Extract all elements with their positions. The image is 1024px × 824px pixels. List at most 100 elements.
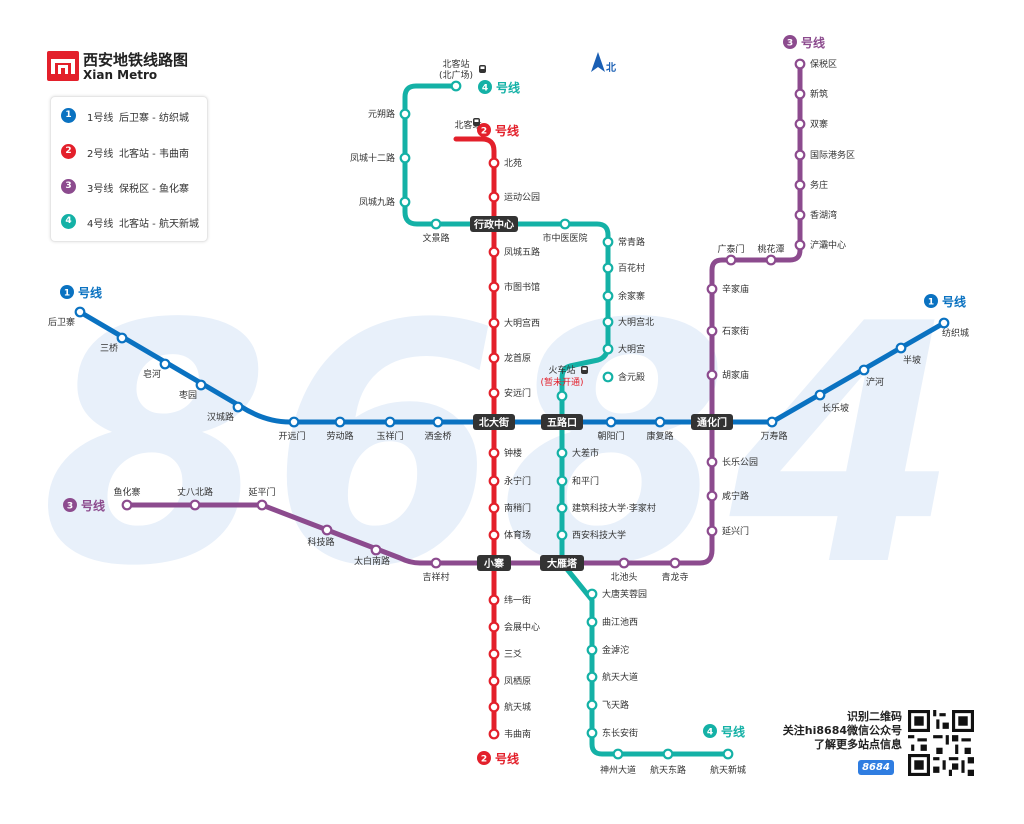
line3-station-dot[interactable] <box>794 239 806 251</box>
line4-station-dot[interactable] <box>556 502 568 514</box>
line3-station-dot[interactable] <box>794 58 806 70</box>
line1-station-dot[interactable] <box>858 364 870 376</box>
line4-station-dot[interactable] <box>662 748 674 760</box>
line4-station-note: (暂未开通) <box>540 376 583 388</box>
line2-station-dot[interactable] <box>488 621 500 633</box>
line1-station-dot[interactable] <box>195 379 207 391</box>
line2-station-dot[interactable] <box>488 246 500 258</box>
line4-station-dot[interactable] <box>556 390 568 402</box>
line1-station-label: 朝阳门 <box>597 430 624 442</box>
brand-8684-badge[interactable]: 8684 <box>858 760 894 775</box>
line1-station-dot[interactable] <box>766 416 778 428</box>
qr-code-icon[interactable] <box>908 710 974 776</box>
line4-station-dot[interactable] <box>602 316 614 328</box>
line1-station-dot[interactable] <box>938 317 950 329</box>
line4-station-dot[interactable] <box>556 529 568 541</box>
line1-station-dot[interactable] <box>116 332 128 344</box>
transfer-station-box[interactable] <box>470 216 518 232</box>
line3-station-dot[interactable] <box>794 118 806 130</box>
line3-station-dot[interactable] <box>430 557 442 569</box>
line4-station-label: 大唐芙蓉园 <box>602 588 647 600</box>
transfer-station-box[interactable] <box>541 414 583 430</box>
line4-station-dot[interactable] <box>602 236 614 248</box>
line3-station-dot[interactable] <box>706 490 718 502</box>
line1-station-dot[interactable] <box>814 389 826 401</box>
line1-station-dot[interactable] <box>288 416 300 428</box>
line3-station-dot[interactable] <box>765 254 777 266</box>
transfer-station-box[interactable] <box>540 555 584 571</box>
line3-station-dot[interactable] <box>706 525 718 537</box>
line4-station-dot[interactable] <box>556 475 568 487</box>
line2-station-dot[interactable] <box>488 675 500 687</box>
line1-station-dot[interactable] <box>159 358 171 370</box>
line4-station-dot[interactable] <box>586 671 598 683</box>
line3-station-dot[interactable] <box>321 524 333 536</box>
line4-station-dot[interactable] <box>399 108 411 120</box>
line3-station-dot[interactable] <box>706 283 718 295</box>
line3-station-label: 丈八北路 <box>177 486 213 498</box>
line1-station-dot[interactable] <box>74 306 86 318</box>
line3-station-dot[interactable] <box>121 499 133 511</box>
line4-station-dot[interactable] <box>586 644 598 656</box>
line3-station-dot[interactable] <box>725 254 737 266</box>
line4-station-dot[interactable] <box>612 748 624 760</box>
line2-station-dot[interactable] <box>488 317 500 329</box>
line3-station-dot[interactable] <box>706 456 718 468</box>
line3-station-dot[interactable] <box>370 544 382 556</box>
transfer-station-box[interactable] <box>477 555 511 571</box>
line2-station-dot[interactable] <box>488 157 500 169</box>
line3-station-dot[interactable] <box>794 149 806 161</box>
line4-station-dot[interactable] <box>586 588 598 600</box>
transfer-station-box[interactable] <box>691 414 733 430</box>
line3-station-dot[interactable] <box>794 88 806 100</box>
line3-station-dot[interactable] <box>669 557 681 569</box>
line3-station-dot[interactable] <box>706 369 718 381</box>
line1-station-dot[interactable] <box>334 416 346 428</box>
line2-station-dot[interactable] <box>488 281 500 293</box>
line4-station-dot[interactable] <box>450 80 462 92</box>
line2-station-dot[interactable] <box>488 529 500 541</box>
line1-station-label: 半坡 <box>903 354 921 366</box>
line4-station-dot[interactable] <box>586 699 598 711</box>
qr-info-text: 识别二维码 关注hi8684微信公众号 了解更多站点信息 <box>783 710 902 752</box>
line2-station-dot[interactable] <box>488 352 500 364</box>
line2-station-dot[interactable] <box>488 701 500 713</box>
line1-station-dot[interactable] <box>232 401 244 413</box>
line-tag-number: 3 <box>787 39 793 49</box>
line3-station-dot[interactable] <box>189 499 201 511</box>
line2-station-dot[interactable] <box>488 728 500 740</box>
line4-station-dot[interactable] <box>586 727 598 739</box>
line4-station-dot[interactable] <box>399 196 411 208</box>
line3-station-dot[interactable] <box>794 209 806 221</box>
line1-station-dot[interactable] <box>654 416 666 428</box>
line3-station-dot[interactable] <box>256 499 268 511</box>
line3-station-dot[interactable] <box>706 325 718 337</box>
line2-station-dot[interactable] <box>488 594 500 606</box>
line3-station-dot[interactable] <box>618 557 630 569</box>
line4-station-dot[interactable] <box>722 748 734 760</box>
line4-station-dot[interactable] <box>602 343 614 355</box>
line4-station-dot[interactable] <box>559 218 571 230</box>
line2-station-dot[interactable] <box>488 387 500 399</box>
legend-line1-number: 1 <box>61 108 76 123</box>
line1-station-dot[interactable] <box>605 416 617 428</box>
line2-station-label: 凤城五路 <box>504 246 540 258</box>
line4-station-label: 凤城九路 <box>359 196 395 208</box>
line4-station-dot[interactable] <box>602 371 614 383</box>
line2-station-dot[interactable] <box>488 191 500 203</box>
line2-station-dot[interactable] <box>488 447 500 459</box>
line4-station-dot[interactable] <box>430 218 442 230</box>
line2-station-dot[interactable] <box>488 648 500 660</box>
line2-station-dot[interactable] <box>488 475 500 487</box>
line4-station-dot[interactable] <box>586 616 598 628</box>
line3-station-dot[interactable] <box>794 179 806 191</box>
line4-station-dot[interactable] <box>602 262 614 274</box>
line4-station-dot[interactable] <box>556 447 568 459</box>
line1-station-dot[interactable] <box>895 342 907 354</box>
line2-station-dot[interactable] <box>488 502 500 514</box>
transfer-station-box[interactable] <box>473 414 515 430</box>
line1-station-dot[interactable] <box>384 416 396 428</box>
line1-station-dot[interactable] <box>432 416 444 428</box>
line4-station-dot[interactable] <box>602 290 614 302</box>
line4-station-dot[interactable] <box>399 152 411 164</box>
